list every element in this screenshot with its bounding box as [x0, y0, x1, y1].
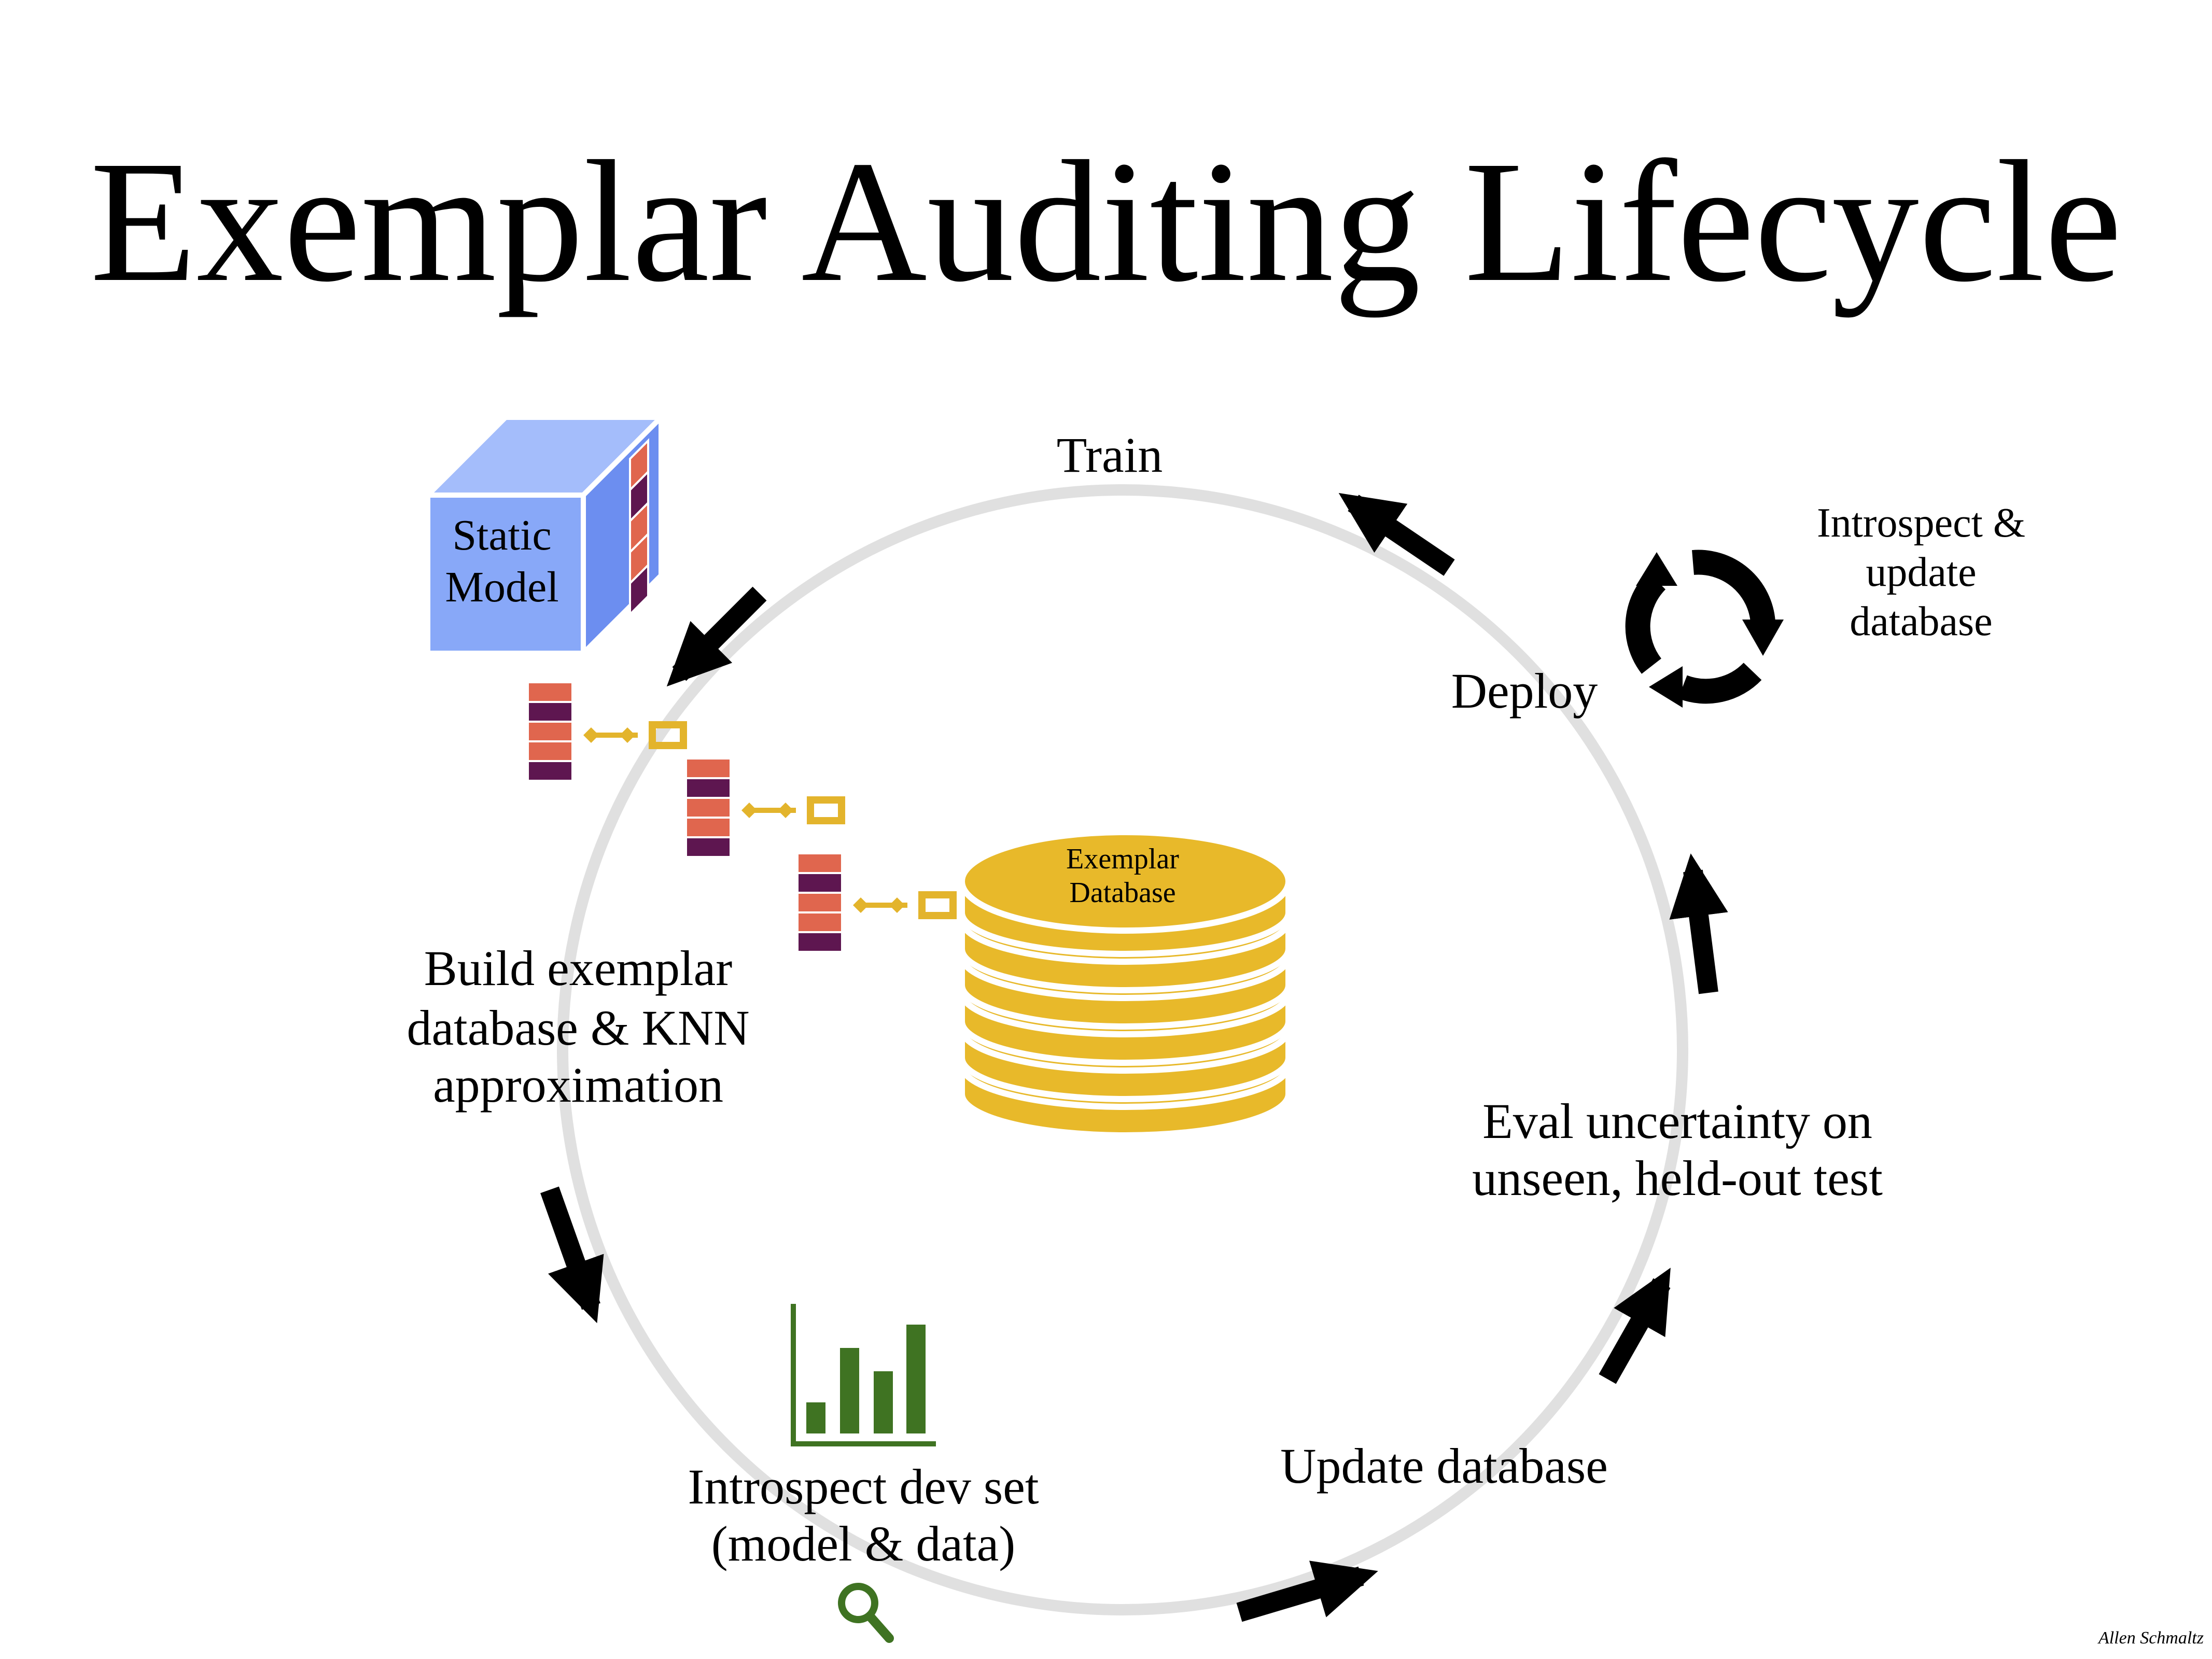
arrow-introspect-to-update: [1236, 1560, 1378, 1622]
lifecycle-ring: [557, 484, 1688, 1615]
stage-deploy-label: Deploy: [1451, 663, 1598, 719]
exemplar-database-label: Database: [1069, 877, 1175, 909]
svg-text:(model & data): (model & data): [711, 1516, 1015, 1571]
svg-text:database & KNN: database & KNN: [407, 1000, 749, 1056]
connector-key-icon: [853, 891, 957, 919]
magnifying-glass-icon: [838, 1583, 894, 1643]
static-model-cube-icon: Static Model: [425, 415, 664, 656]
arrow-deploy-to-train: [1338, 493, 1455, 576]
cycle-arrows: [540, 493, 1728, 1622]
svg-text:Build exemplar: Build exemplar: [424, 940, 733, 996]
svg-text:Eval uncertainty on: Eval uncertainty on: [1482, 1093, 1872, 1149]
exemplar-vector-3: [799, 854, 957, 951]
stage-build-label: Build exemplar database & KNN approximat…: [407, 940, 749, 1113]
exemplar-vector-1: [529, 683, 687, 780]
stage-introspect-update-label: Introspect & update database: [1817, 500, 2025, 644]
stage-train-label: Train: [1057, 427, 1163, 483]
stage-eval-label: Eval uncertainty on unseen, held-out tes…: [1472, 1093, 1883, 1206]
arrow-eval-to-deploy: [1669, 853, 1728, 994]
page-title: Exemplar Auditing Lifecycle: [90, 125, 2122, 318]
svg-text:unseen, held-out test: unseen, held-out test: [1472, 1150, 1883, 1206]
svg-text:approximation: approximation: [433, 1057, 723, 1113]
arrow-model-to-build: [666, 586, 767, 687]
static-model-label: Model: [445, 563, 558, 611]
connector-key-icon: [583, 721, 687, 749]
bar-chart-icon: [791, 1304, 936, 1446]
arrow-update-to-eval: [1599, 1268, 1671, 1384]
exemplar-database-label: Exemplar: [1066, 843, 1179, 875]
svg-text:Introspect dev set: Introspect dev set: [688, 1459, 1039, 1514]
refresh-cycle-icon: [1625, 550, 1784, 708]
exemplar-vector-2: [687, 760, 845, 856]
arrow-build-to-introspect: [540, 1186, 604, 1324]
static-model-label: Static: [452, 511, 551, 559]
svg-text:update: update: [1866, 550, 1976, 595]
author-credit: Allen Schmaltz: [2097, 1628, 2204, 1648]
svg-text:Introspect &: Introspect &: [1817, 500, 2025, 546]
svg-text:database: database: [1850, 599, 1992, 644]
connector-key-icon: [741, 796, 845, 824]
stage-update-database-label: Update database: [1280, 1438, 1608, 1494]
exemplar-database-cylinder-icon: [959, 829, 1292, 1138]
stage-introspect-dev-label: Introspect dev set (model & data): [688, 1459, 1039, 1571]
